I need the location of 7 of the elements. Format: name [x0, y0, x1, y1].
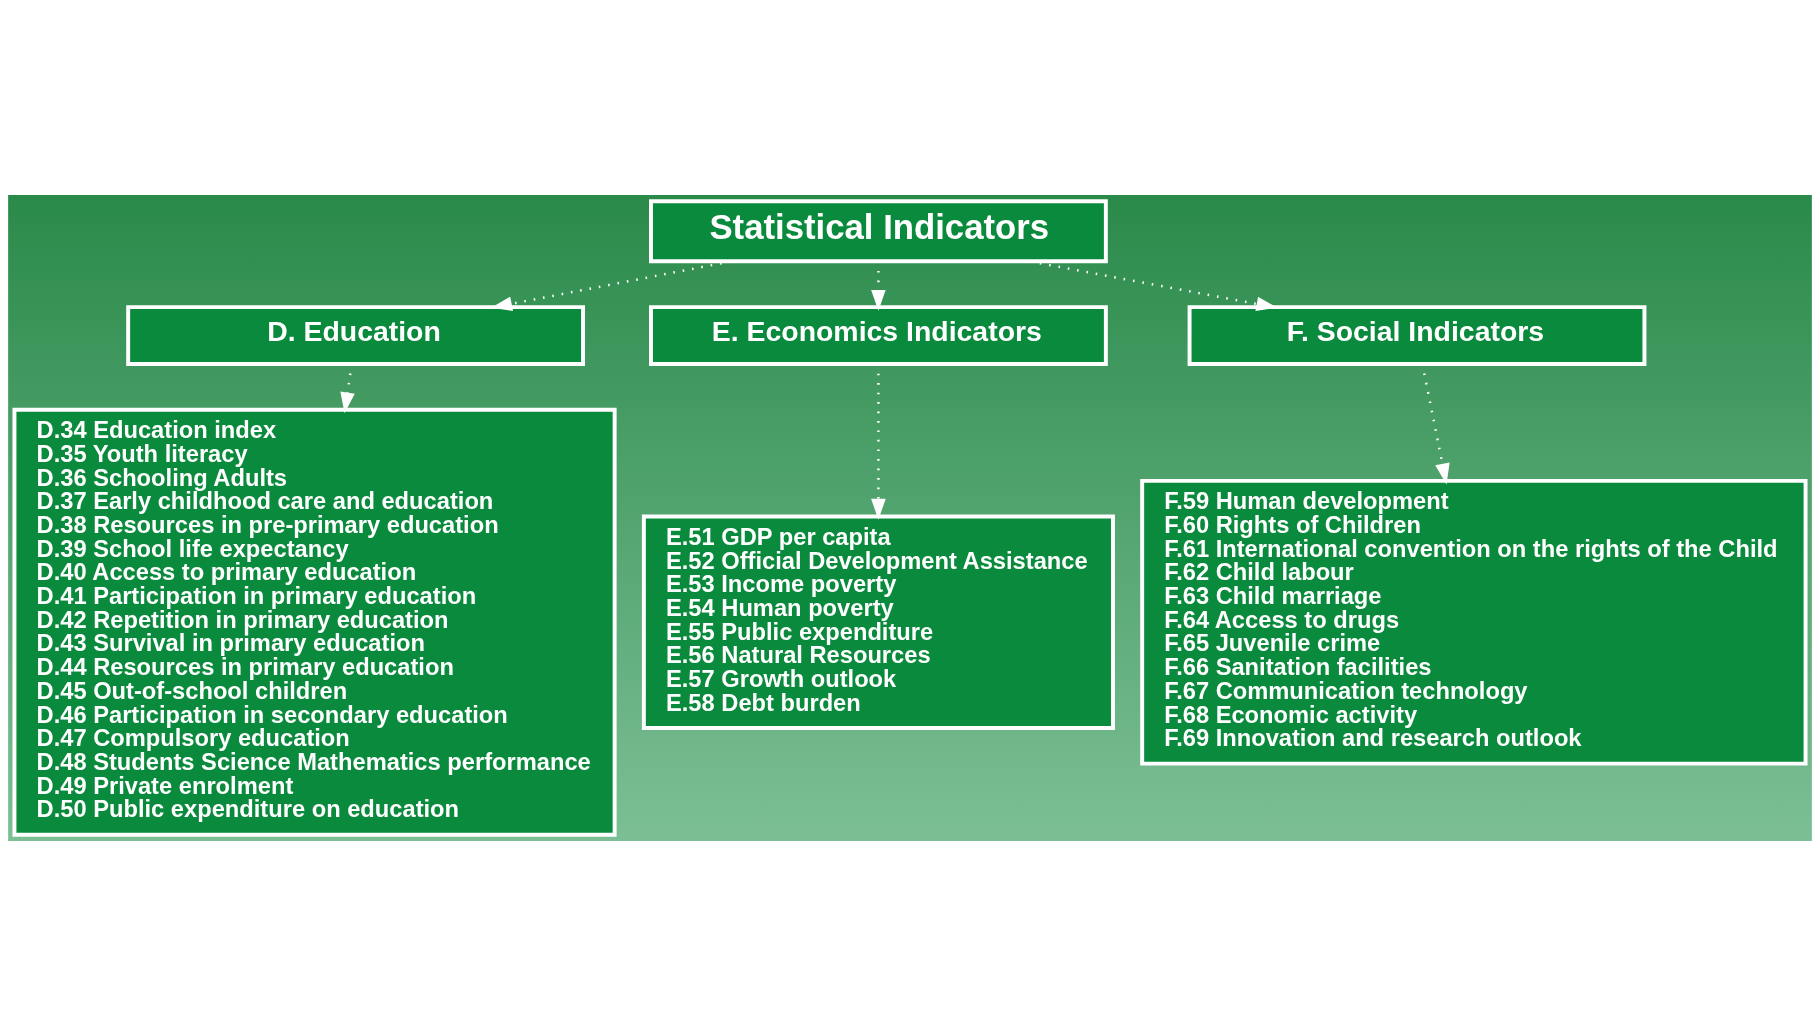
node-box: D.34 Education index D.35 Youth literacy D.36 Schooling Adults D.37 Early childhood care and education D.38 Resources in pre-primary education D.39 School life expectancy D.40 Access to primary education D.41 Participation in primary education D.42 Repetition in primary education D.43 Survival in primary education D.44 Resources in primary education D.45 Out-of-school children D.46 Participation in secondary education D.47 Compulsory education D.48 Students Science Mathematics performance D.49 Private enrolment D.50 Public expenditure on education [12, 407, 617, 837]
node-box: Statistical Indicators [649, 199, 1108, 264]
node-box: D. Education [126, 305, 586, 366]
node-box: F.59 Human development F.60 Rights of Children F.61 International convention on the rights of the Child F.62 Child labour F.63 Child marriage F.64 Access to drugs F.65 Juvenile crime F.66 Sanitation facilities F.67 Communication technology F.68 Economic activity F.69 Innovation and research outlook [1140, 478, 1808, 766]
node-box: E. Economics Indicators [649, 305, 1108, 366]
node-box: E.51 GDP per capita E.52 Official Development Assistance E.53 Income poverty E.54 Human poverty E.55 Public expenditure E.56 Natural Resources E.57 Growth outlook E.58 Debt burden [641, 514, 1115, 731]
node-box: F. Social Indicators [1187, 305, 1647, 366]
